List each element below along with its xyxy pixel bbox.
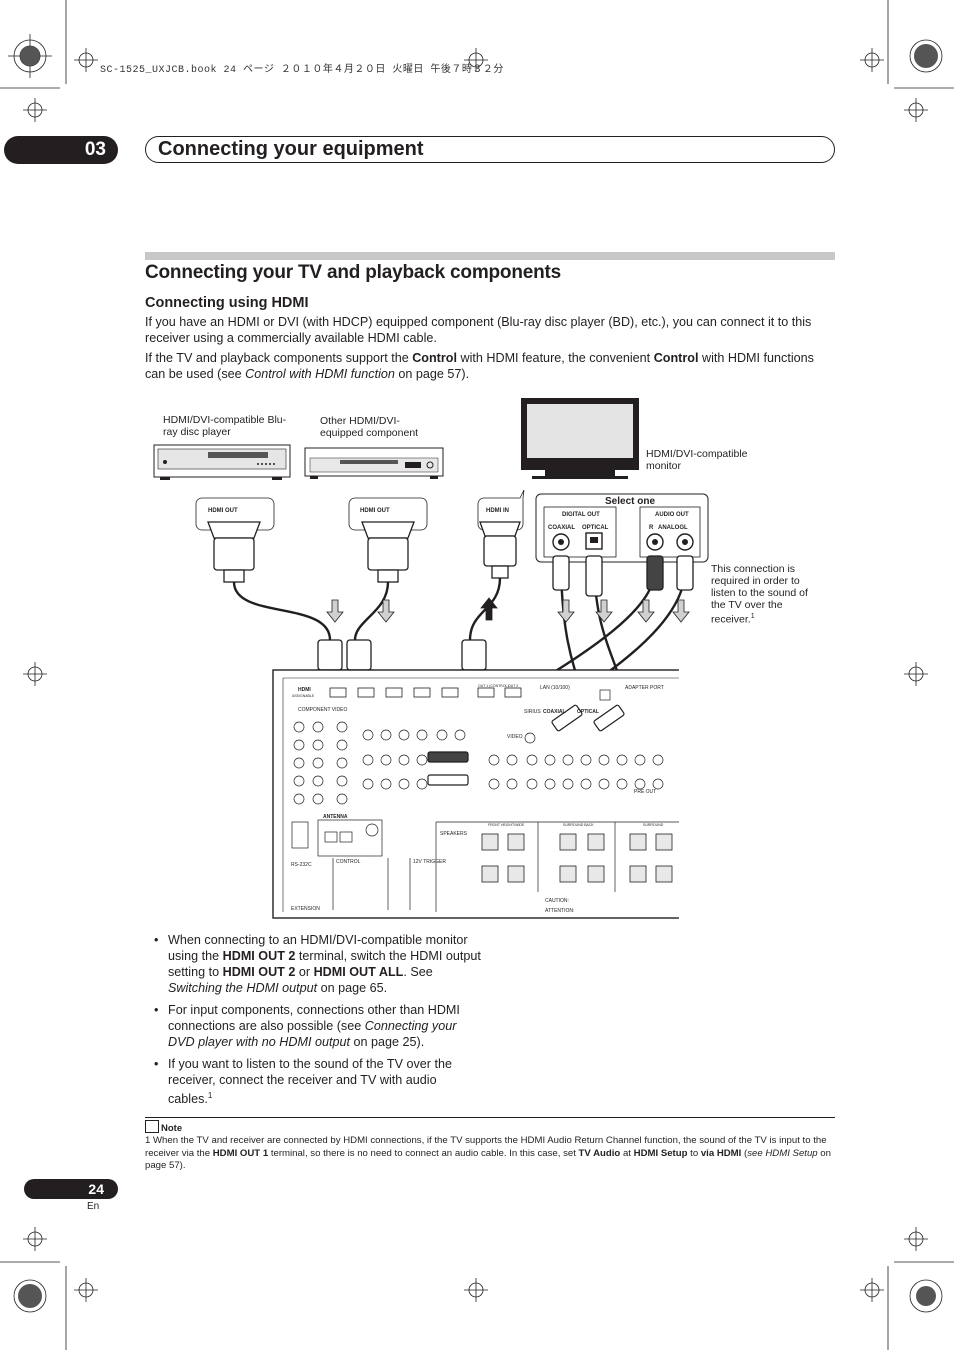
monitor-label: HDMI/DVI-compatible monitor — [646, 448, 748, 472]
intro-paragraph: If you have an HDMI or DVI (with HDCP) e… — [145, 315, 812, 345]
footnote: 1 When the TV and receiver are connected… — [145, 1135, 831, 1172]
bullet-list: When connecting to an HDMI/DVI-compatibl… — [152, 932, 482, 1113]
digital-out-label: DIGITAL OUT — [562, 512, 600, 518]
rcv-lan-label: LAN (10/100) — [540, 685, 570, 691]
bullet-input-components: For input components, connections other … — [152, 1002, 482, 1050]
rcv-hdmi-label: HDMI — [298, 687, 311, 693]
optical-label: OPTICAL — [582, 525, 609, 531]
rcv-control-label: CONTROL — [336, 859, 361, 865]
blu-ray-player-icon — [153, 444, 291, 480]
note-divider — [145, 1117, 835, 1118]
rcv-antenna-label: ANTENNA — [323, 814, 348, 820]
other-component-icon — [304, 447, 444, 479]
rcv-trigger-label: 12V TRIGGER — [413, 859, 446, 865]
section-divider — [145, 252, 835, 260]
analog-label: ANALOG — [658, 525, 684, 531]
other-component-label: Other HDMI/DVI-equipped component — [320, 415, 419, 439]
tv-audio-note: This connection is required in order to … — [711, 563, 808, 626]
bullet-tv-sound: If you want to listen to the sound of th… — [152, 1056, 482, 1107]
chapter-number-badge: 03 — [4, 136, 118, 164]
bd-hdmi-out-label: HDMI OUT — [208, 508, 238, 514]
select-one-label: Select one — [605, 496, 655, 507]
note-icon — [145, 1120, 159, 1133]
page-number-badge: 24 — [24, 1179, 118, 1199]
rcv-assignable-label: ASSIGNABLE — [292, 694, 315, 698]
rcv-coaxial-label: COAXIAL — [543, 709, 566, 715]
tv-audio-out-panel — [535, 493, 709, 563]
rcv-caution-label: CAUTION: — [545, 898, 569, 904]
receiver-rear-panel — [272, 669, 684, 919]
rcv-attention-label: ATTENTION: — [545, 908, 574, 914]
chapter-title: Connecting your equipment — [145, 136, 835, 163]
other-hdmi-out-label: HDMI OUT — [360, 508, 390, 514]
audio-out-label: AUDIO OUT — [655, 512, 689, 518]
coaxial-label: COAXIAL — [548, 525, 575, 531]
tv-hdmi-in-label: HDMI IN — [486, 508, 509, 514]
section-title: Connecting your TV and playback componen… — [145, 262, 561, 283]
bd-player-label: HDMI/DVI-compatible Blu-ray disc player — [163, 414, 287, 438]
connection-diagram: Select one DIGITAL OUT COAXIAL OPTICAL A… — [153, 398, 709, 922]
rcv-out1-label: OUT 1 (CONTROL) — [478, 684, 509, 688]
rcv-video-label: VIDEO — [507, 734, 523, 740]
subsection-title: Connecting using HDMI — [145, 295, 309, 311]
rcv-front-height-label: FRONT HEIGHT/WIDE — [488, 823, 525, 827]
r-label: R — [649, 525, 654, 531]
rcv-rs232c-label: RS-232C — [291, 862, 312, 868]
rcv-speakers-label: SPEAKERS — [440, 831, 468, 837]
print-header: SC-1525_UXJCB.book 24 ページ ２０１０年４月２０日 火曜日… — [100, 65, 504, 76]
rcv-extension-label: EXTENSION — [291, 906, 320, 912]
rcv-sirius-label: SIRIUS — [524, 709, 541, 715]
rcv-surround-back-label: SURROUND BACK — [563, 823, 594, 827]
bullet-hdmi-out2: When connecting to an HDMI/DVI-compatibl… — [152, 932, 482, 996]
rcv-component-video-label: COMPONENT VIDEO — [298, 707, 347, 713]
control-paragraph: If the TV and playback components suppor… — [145, 351, 814, 381]
l-label: L — [684, 525, 688, 531]
rcv-surround-label: SURROUND — [643, 823, 664, 827]
rcv-out2-label: OUT 2 — [508, 684, 518, 688]
rcv-optical-label: OPTICAL — [577, 709, 599, 715]
note-heading: Note — [145, 1120, 182, 1134]
page-language: En — [87, 1201, 100, 1212]
rcv-adapter-port-label: ADAPTER PORT — [625, 685, 664, 691]
tv-monitor-icon — [521, 398, 639, 479]
rcv-pre-out-label: PRE OUT — [634, 789, 656, 795]
